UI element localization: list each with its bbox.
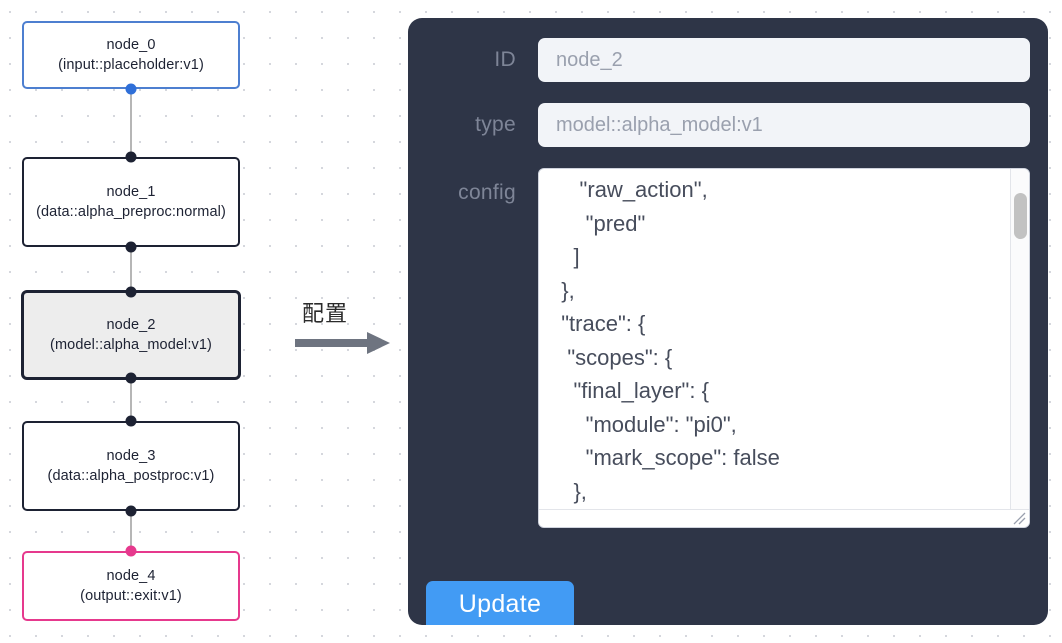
flow-node-node_2[interactable]: node_2 (model::alpha_model:v1) [22,291,240,379]
field-row-type: type [426,103,1030,147]
id-label: ID [494,48,516,71]
flow-node-node_0[interactable]: node_0 (input::placeholder:v1) [22,21,240,89]
node-handle-target-node_1[interactable] [125,151,137,163]
node-handle-target-node_2[interactable] [125,286,137,298]
resize-grip-icon[interactable] [1011,510,1027,526]
node-title: node_2 [106,317,156,333]
node-subtitle: (input::placeholder:v1) [58,57,204,73]
update-button[interactable]: Update [426,581,574,625]
node-config-panel: ID type config "raw_action", "pred" ] },… [408,18,1048,625]
flow-node-node_1[interactable]: node_1 (data::alpha_preproc:normal) [22,157,240,247]
node-title: node_0 [106,37,156,53]
type-label: type [475,113,516,136]
config-scrollbar-thumb[interactable] [1014,193,1027,239]
node-subtitle: (output::exit:v1) [80,588,182,604]
arrow-right-icon [295,332,390,354]
node-subtitle: (model::alpha_model:v1) [50,337,212,353]
node-title: node_3 [106,448,156,464]
edge-node1-node2 [130,247,132,292]
id-input[interactable] [538,38,1030,82]
node-handle-target-node_4[interactable] [125,545,137,557]
node-subtitle: (data::alpha_preproc:normal) [36,204,226,220]
config-textarea-wrap: "raw_action", "pred" ] }, "trace": { "sc… [538,168,1030,528]
config-textarea[interactable]: "raw_action", "pred" ] }, "trace": { "sc… [561,177,780,527]
node-handle-source-node_2[interactable] [125,372,137,384]
flow-node-node_4[interactable]: node_4 (output::exit:v1) [22,551,240,621]
node-subtitle: (data::alpha_postproc:v1) [47,468,215,484]
config-scrollbar[interactable] [1010,169,1029,527]
field-row-id: ID [426,38,1030,82]
arrow-label: 配置 [302,302,349,327]
config-bottom-bar [539,509,1029,527]
flow-node-node_3[interactable]: node_3 (data::alpha_postproc:v1) [22,421,240,511]
transition-arrow-group: 配置 [295,296,395,366]
node-handle-target-node_3[interactable] [125,415,137,427]
node-handle-source-node_1[interactable] [125,241,137,253]
node-title: node_1 [106,184,156,200]
node-handle-source-node_0[interactable] [125,83,137,95]
field-row-config: config "raw_action", "pred" ] }, "trace"… [426,168,1030,528]
edge-node3-node4 [130,510,132,550]
config-label: config [458,181,516,204]
node-handle-source-node_3[interactable] [125,505,137,517]
edge-node0-node1 [130,88,132,158]
edge-node2-node3 [130,377,132,422]
type-input[interactable] [538,103,1030,147]
node-title: node_4 [106,568,156,584]
